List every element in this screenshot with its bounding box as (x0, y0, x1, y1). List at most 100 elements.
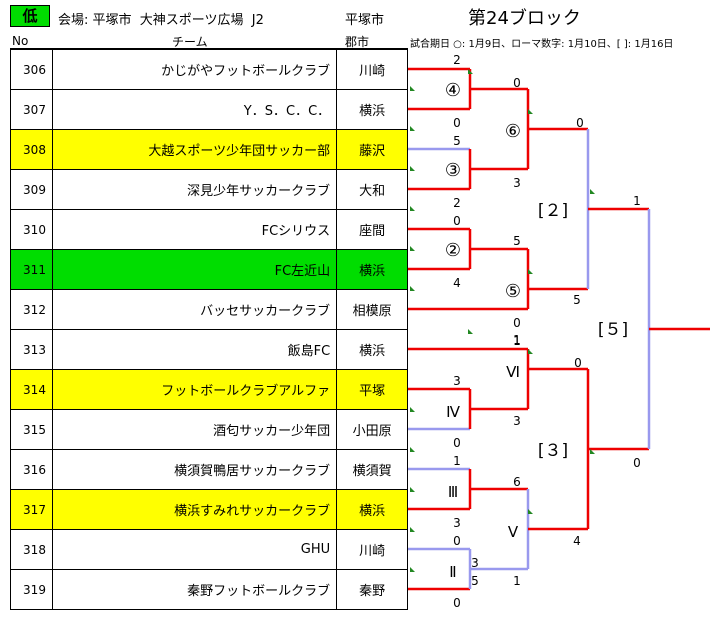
score-s313: 1 (513, 334, 521, 348)
team-city: 横須賀 (336, 449, 408, 490)
corner-marker (410, 567, 415, 572)
team-name: GHU (51, 529, 338, 570)
venue-label: 会場: 平塚市 大神スポーツ広場 J2 (58, 13, 264, 28)
team-city: 川崎 (336, 529, 408, 570)
score-s314: 3 (453, 374, 461, 388)
score-s5b_bot: 4 (573, 534, 581, 548)
team-city: 横浜 (336, 89, 408, 130)
score-s311: 4 (453, 276, 461, 290)
corner-marker (410, 286, 415, 291)
score-sII_top: 3 (471, 556, 479, 570)
score-s317: 3 (453, 516, 461, 530)
team-name: 横浜すみれサッカークラブ (51, 489, 338, 530)
score-s307: 0 (453, 116, 461, 130)
match-label-5: ⑤ (505, 281, 521, 302)
corner-marker (410, 86, 415, 91)
team-city: 横浜 (336, 489, 408, 530)
team-name: 大越スポーツ少年団サッカー部 (51, 129, 338, 170)
match-label-VI: Ⅵ (506, 363, 520, 381)
team-number: 306 (10, 49, 53, 90)
column-header-no: No (12, 34, 29, 48)
team-number: 317 (10, 489, 53, 530)
match-label-4: ④ (445, 80, 461, 101)
team-name: 秦野フットボールクラブ (51, 569, 338, 610)
team-city: 川崎 (336, 49, 408, 90)
corner-marker (410, 527, 415, 532)
corner-marker (590, 189, 595, 194)
corner-marker (410, 447, 415, 452)
column-header-city: 郡市 (345, 35, 370, 49)
match-label-2: ② (445, 240, 461, 261)
date-legend: 試合期日 ○: 1月9日、ローマ数字: 1月10日、[ ]: 1月16日 (410, 39, 674, 50)
score-s4: 0 (513, 76, 521, 90)
corner-marker (528, 509, 533, 514)
header-divider (10, 48, 408, 49)
match-label-III: Ⅲ (448, 483, 458, 501)
team-number: 313 (10, 329, 53, 370)
corner-marker (410, 166, 415, 171)
score-s308: 5 (453, 134, 461, 148)
team-city: 藤沢 (336, 129, 408, 170)
corner-marker (410, 246, 415, 251)
team-name: FC左近山 (51, 249, 338, 290)
team-name: 深見少年サッカークラブ (51, 169, 338, 210)
column-header-team: チーム (172, 35, 208, 49)
score-sVI_top: 0 (574, 356, 582, 370)
corner-marker (468, 69, 473, 74)
score-s316: 1 (453, 454, 461, 468)
score-s319: 0 (453, 596, 461, 610)
team-name: フットボールクラブアルファ (51, 369, 338, 410)
team-city: 秦野 (336, 569, 408, 610)
team-number: 316 (10, 449, 53, 490)
team-city: 横浜 (336, 249, 408, 290)
host-city: 平塚市 (345, 13, 385, 28)
score-sV: 1 (513, 574, 521, 588)
score-s3: 3 (513, 176, 521, 190)
corner-marker (410, 407, 415, 412)
bracket-marks (410, 69, 595, 572)
match-label-II: Ⅱ (449, 563, 456, 581)
score-s5: 5 (573, 293, 581, 307)
match-label-6: ⑥ (505, 121, 521, 142)
team-name: 酒匂サッカー少年団 (51, 409, 338, 450)
bracket-lines (408, 67, 710, 591)
score-s309: 2 (453, 196, 461, 210)
match-label-3: ③ (445, 160, 461, 181)
corner-marker (410, 126, 415, 131)
team-number: 319 (10, 569, 53, 610)
team-name: 飯島FC (51, 329, 338, 370)
score-s310: 0 (453, 214, 461, 228)
score-sII_bot: 5 (471, 574, 479, 588)
score-s2: 5 (513, 234, 521, 248)
score-s2b: 1 (633, 194, 641, 208)
corner-marker (590, 449, 595, 454)
level-badge: 低 (10, 5, 50, 27)
block-title: 第24ブロック (468, 8, 581, 29)
team-city: 平塚 (336, 369, 408, 410)
corner-marker (528, 269, 533, 274)
match-label-bracket-3: [３] (538, 441, 568, 461)
team-name: かじがやフットボールクラブ (51, 49, 338, 90)
score-s318: 0 (453, 534, 461, 548)
corner-marker (528, 349, 533, 354)
match-label-IV: Ⅳ (446, 403, 460, 421)
corner-marker (528, 109, 533, 114)
score-s315: 0 (453, 436, 461, 450)
score-sIV: 3 (513, 414, 521, 428)
score-s306: 2 (453, 53, 461, 67)
match-label-bracket-5: [５] (598, 320, 628, 340)
match-label-bracket-2: [２] (538, 201, 568, 221)
score-s6_top: 0 (576, 116, 584, 130)
match-label-V: Ⅴ (508, 523, 519, 541)
corner-marker (468, 329, 473, 334)
